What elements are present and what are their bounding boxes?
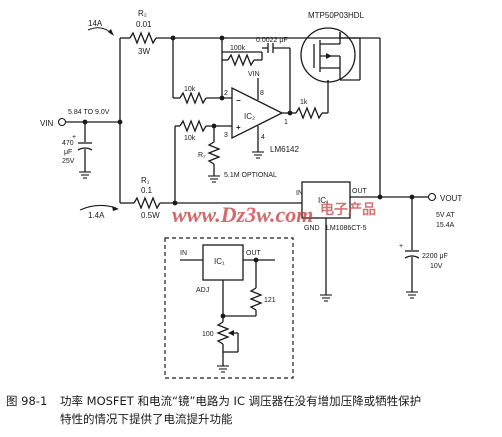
svg-text:−: − xyxy=(236,96,241,105)
label-c-in-voltage: 25V xyxy=(62,158,75,165)
label-r-121: 121 xyxy=(264,297,276,304)
svg-text:+: + xyxy=(236,123,241,132)
current-arrow-in xyxy=(87,27,113,35)
label-r1-watt: 0.5W xyxy=(141,211,160,220)
label-r5: R₂ xyxy=(198,152,206,159)
figure-caption: 图 98-1 功率 MOSFET 和电流“镜”电路为 IC 调压器在没有增加压降或… xyxy=(6,392,496,428)
label-vout: VOUT xyxy=(440,194,462,203)
label-r-in-top: 10k xyxy=(184,86,196,93)
caption-line-1: 功率 MOSFET 和电流“镜”电路为 IC 调压器在没有增加压降或牺牲保护 xyxy=(60,394,422,408)
r-gate xyxy=(295,106,323,120)
label-ic3-out: OUT xyxy=(246,250,262,257)
label-pin2: 2 xyxy=(224,90,228,97)
label-current-r1: 1.4A xyxy=(88,211,105,220)
label-c-in-unit: μF xyxy=(64,149,72,156)
label-c-out-voltage: 10V xyxy=(430,263,443,270)
label-opamp-part: LM6142 xyxy=(270,145,299,154)
vout-terminal[interactable] xyxy=(427,192,437,202)
r2-resistor xyxy=(129,31,157,45)
watermark: www.Dz3w.com xyxy=(172,202,313,227)
label-vin: VIN xyxy=(40,119,54,128)
label-pin1: 1 xyxy=(284,119,288,126)
figure-number: 图 98-1 xyxy=(6,394,48,408)
label-r1-name: R₁ xyxy=(141,176,150,185)
label-ic3: IC₁ xyxy=(214,257,225,266)
label-pin3: 3 xyxy=(224,132,228,139)
label-ic1-part: LM1086CT-5 xyxy=(326,225,367,232)
vin-terminal[interactable] xyxy=(57,117,67,127)
label-r1-value: 0.1 xyxy=(141,186,153,195)
r5-optional xyxy=(207,141,221,165)
label-r-in-bottom: 10k xyxy=(184,135,196,142)
label-vout-spec2: 15.4A xyxy=(436,222,455,229)
r1-resistor xyxy=(133,196,161,210)
label-r2-watt: 3W xyxy=(138,47,150,56)
label-ic3-adj: ADJ xyxy=(196,287,209,294)
watermark-cn: 电子产品 xyxy=(320,201,376,217)
r-in-top xyxy=(179,91,207,105)
label-ic1: IC₁ xyxy=(318,196,329,205)
r-in-bottom xyxy=(179,119,207,133)
label-ic2: IC₂ xyxy=(244,112,255,121)
svg-text:+: + xyxy=(399,243,403,250)
label-current-in: 14A xyxy=(88,19,103,28)
label-r5-value: 5.1M OPTIONAL xyxy=(224,172,277,179)
r-pot[interactable] xyxy=(216,321,230,345)
label-pin4: 4 xyxy=(261,134,265,141)
label-r-gate: 1k xyxy=(300,99,308,106)
r-121 xyxy=(249,287,263,311)
label-pin8: 8 xyxy=(260,90,264,97)
label-c-in: 470 xyxy=(62,140,74,147)
label-c-feedback: 0.0022 μF xyxy=(256,37,288,44)
label-r2-name: R₂ xyxy=(138,9,147,18)
label-ic1-in: IN xyxy=(296,190,303,197)
current-arrow-r1 xyxy=(79,204,117,211)
label-ic3-in: IN xyxy=(180,250,187,257)
label-c-out: 2200 μF xyxy=(422,253,448,260)
label-ic1-gnd: GND xyxy=(304,225,320,232)
caption-line-2: 特性的情况下提供了电流提升功能 xyxy=(60,412,233,426)
label-r-pot: 100 xyxy=(202,331,214,338)
adjustable-inset xyxy=(164,237,294,379)
label-vin-range: 5.84 TO 9.0V xyxy=(68,109,110,116)
label-mosfet: MTP50P03HDL xyxy=(308,11,365,20)
opamp-ic2 xyxy=(231,86,284,140)
svg-text:+: + xyxy=(72,134,76,141)
r-feedback xyxy=(227,53,255,67)
label-vin-pin: VIN xyxy=(248,71,260,78)
label-r2-value: 0.01 xyxy=(136,20,152,29)
label-ic1-out: OUT xyxy=(352,188,368,195)
label-vout-spec1: 5V AT xyxy=(436,212,455,219)
label-r-feedback: 100k xyxy=(230,45,246,52)
